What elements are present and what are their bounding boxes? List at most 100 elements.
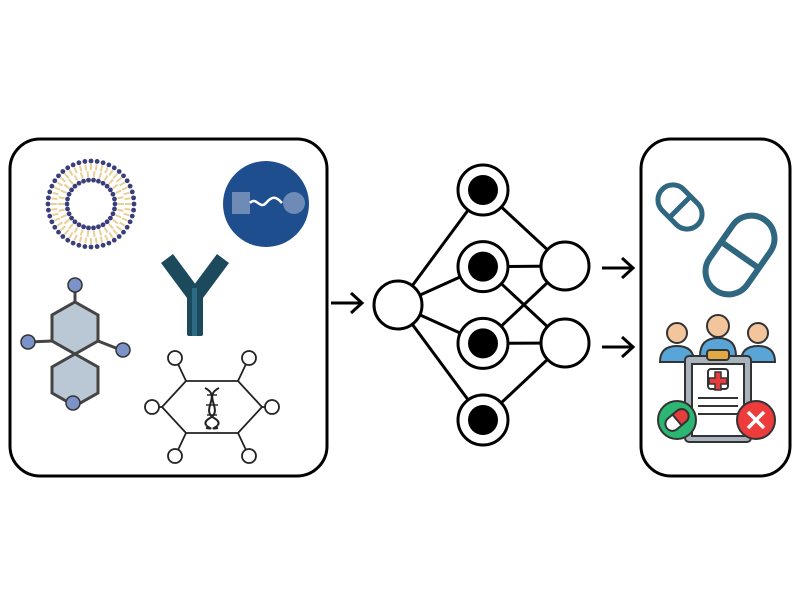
lipid-head	[104, 219, 110, 225]
lipid-head	[52, 178, 58, 184]
lipid-head	[131, 207, 136, 213]
lipid-head	[86, 177, 91, 183]
lipid-tail	[112, 219, 119, 225]
neural-network	[372, 163, 591, 447]
liposome-icon	[45, 158, 137, 250]
lipid-head	[66, 191, 72, 197]
lipid-head	[46, 207, 51, 213]
lipid-tail	[123, 191, 130, 196]
lipid-head	[60, 234, 66, 239]
lipid-head	[76, 160, 82, 166]
lipid-tail	[60, 177, 66, 183]
lipid-head	[91, 225, 96, 231]
lipid-head	[112, 201, 118, 207]
output-node	[539, 240, 591, 292]
lipid-tail	[92, 230, 96, 237]
lipid-head	[112, 206, 117, 212]
lipid-head	[64, 201, 70, 207]
lipid-tail	[115, 189, 122, 194]
lipid-head	[124, 178, 130, 184]
lipid-head	[96, 178, 101, 184]
arrow-to-pills	[602, 256, 636, 280]
lipid-head	[65, 206, 70, 212]
lipid-tail	[103, 174, 109, 182]
lipid-tail	[108, 223, 114, 230]
hidden-node-core	[468, 251, 498, 282]
lipid-head	[56, 173, 61, 179]
lipid-tail	[52, 191, 59, 196]
large-pill-icon	[702, 212, 778, 298]
lipid-head	[82, 244, 88, 249]
lipid-head	[124, 224, 130, 230]
lipid-tail	[104, 167, 109, 174]
lipid-head	[47, 213, 53, 219]
lipid-head	[69, 215, 74, 221]
lipid-tail	[63, 183, 70, 189]
lipid-head	[76, 222, 82, 228]
lipid-tail	[94, 237, 98, 244]
lipid-tail	[92, 171, 96, 178]
lipid-tail	[73, 167, 78, 174]
lipid-head	[100, 222, 106, 228]
lipid-tail	[58, 208, 65, 212]
lipid-tail	[117, 208, 124, 212]
lipid-tail	[112, 229, 118, 235]
lipid-head	[110, 191, 116, 197]
lipid-tail	[68, 178, 74, 185]
lipid-tail	[86, 230, 90, 237]
lipid-head	[66, 211, 72, 217]
lipid-head	[72, 183, 78, 189]
lipid-tail	[64, 173, 70, 179]
lipid-tail	[112, 173, 118, 179]
lipid-head	[88, 158, 94, 164]
lipid-tail	[58, 196, 65, 200]
lipid-tail	[51, 207, 58, 211]
lipid-head	[86, 225, 91, 231]
lipid-tail	[64, 229, 70, 235]
clipboard-icon	[684, 349, 752, 443]
lipid-head	[104, 183, 110, 189]
lipid-head	[81, 224, 86, 230]
lipid-tail	[99, 165, 104, 172]
lipid-tail	[98, 229, 103, 236]
hidden-node-core	[468, 405, 498, 435]
input-node	[372, 279, 424, 331]
lipid-tail	[104, 234, 109, 241]
lipid-head	[47, 189, 53, 195]
lipid-tail	[115, 214, 122, 219]
lipid-head	[100, 160, 106, 166]
lipid-head	[70, 240, 76, 246]
lipid-head	[76, 242, 82, 248]
output-node	[539, 317, 591, 369]
lipid-tail	[60, 214, 67, 219]
lipid-head	[65, 196, 70, 202]
lipid-tail	[108, 232, 114, 239]
lipid-head	[106, 240, 112, 246]
lipid-tail	[54, 186, 61, 191]
lipid-head	[70, 162, 76, 168]
lipid-tail	[119, 181, 126, 187]
lipid-tail	[73, 174, 79, 182]
lipid-tail	[56, 221, 63, 227]
lipid-head	[46, 195, 51, 201]
lipid-tail	[63, 219, 70, 225]
lipid-head	[94, 244, 100, 249]
lipid-tail	[124, 197, 131, 201]
lipid-head	[106, 162, 112, 168]
lipid-head	[49, 183, 55, 189]
lipid-head	[112, 196, 117, 202]
hidden-node-core	[468, 328, 498, 359]
lipid-head	[108, 187, 113, 193]
lipid-tail	[79, 229, 84, 236]
input-to-network-arrow	[331, 291, 365, 315]
lipid-tail	[79, 172, 84, 179]
lipid-tail	[60, 225, 66, 231]
lipid-head	[72, 219, 78, 225]
lipid-head	[100, 242, 106, 248]
lipid-tail	[119, 221, 126, 227]
lipid-tail	[60, 189, 67, 194]
lipid-tail	[103, 226, 109, 234]
lipid-tail	[121, 186, 128, 191]
dna-hexagon-icon	[144, 350, 280, 464]
